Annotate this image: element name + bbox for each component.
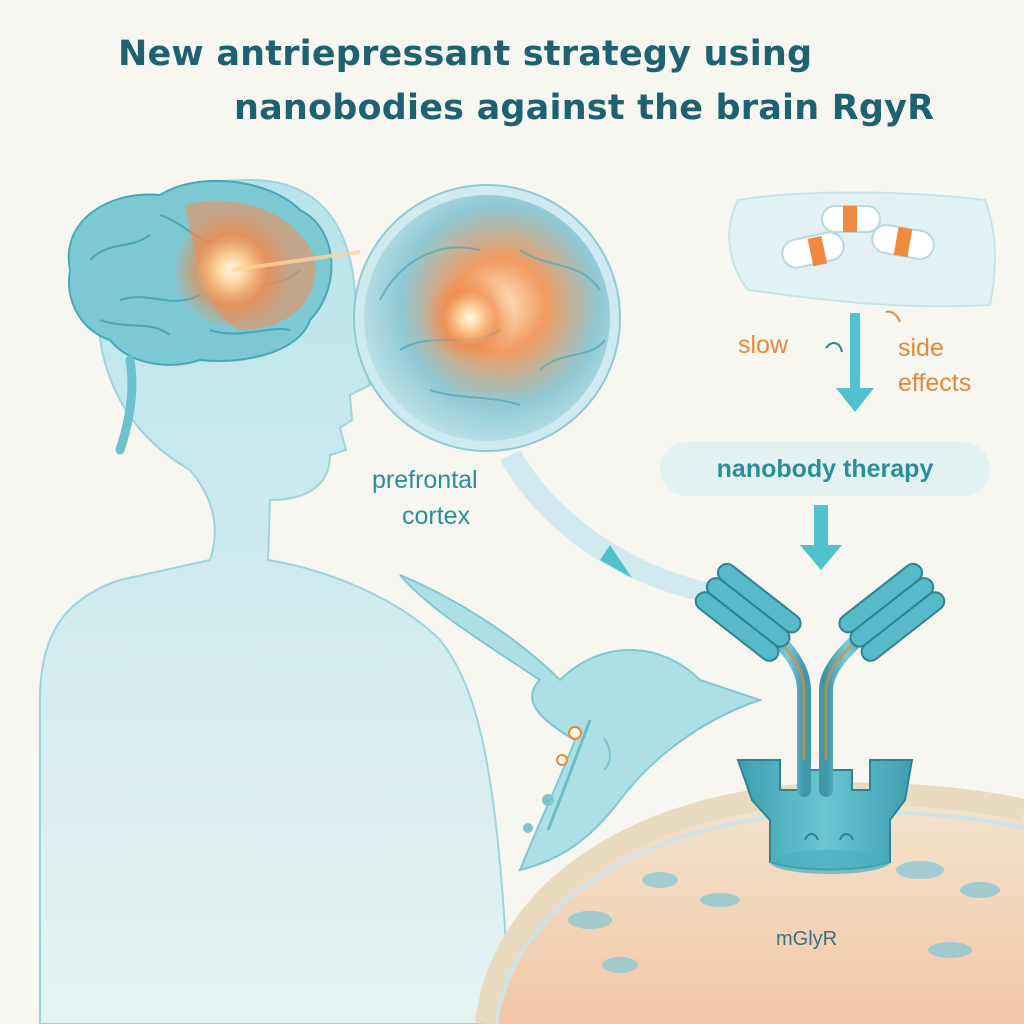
neuron-icon — [399, 574, 764, 872]
label-prefrontal-line-1: prefrontal — [372, 466, 478, 494]
brain-icon — [67, 179, 361, 455]
nanobody-therapy-pill — [660, 442, 990, 496]
magnifier-circle — [353, 184, 621, 452]
pill-tray — [728, 191, 996, 308]
down-arrow — [800, 505, 842, 570]
down-arrow — [836, 313, 874, 412]
connector-ribbon — [500, 450, 720, 605]
label-side-effects-line-2: effects — [898, 369, 972, 397]
title-line-1: New antriepressant strategy using — [118, 34, 813, 74]
label-prefrontal-cortex: prefrontal cortex — [372, 462, 478, 534]
pill-icon — [821, 205, 881, 233]
label-receptor: mGlyR — [776, 928, 838, 950]
receptor-icon — [736, 759, 914, 874]
pill-icon — [871, 224, 935, 260]
label-side-effects: side effects — [898, 331, 971, 401]
antibody-icon — [694, 562, 946, 797]
title-line-2: nanobodies against the brain RgyR — [234, 88, 935, 128]
head-silhouette — [39, 178, 512, 1024]
label-nanobody-therapy: nanobody therapy — [716, 455, 934, 483]
label-slow: slow — [738, 331, 789, 359]
label-side-effects-line-1: side — [898, 334, 944, 362]
pill-icon — [781, 231, 845, 269]
small-arrow-icon — [825, 310, 901, 353]
label-prefrontal-line-2: cortex — [402, 502, 471, 530]
